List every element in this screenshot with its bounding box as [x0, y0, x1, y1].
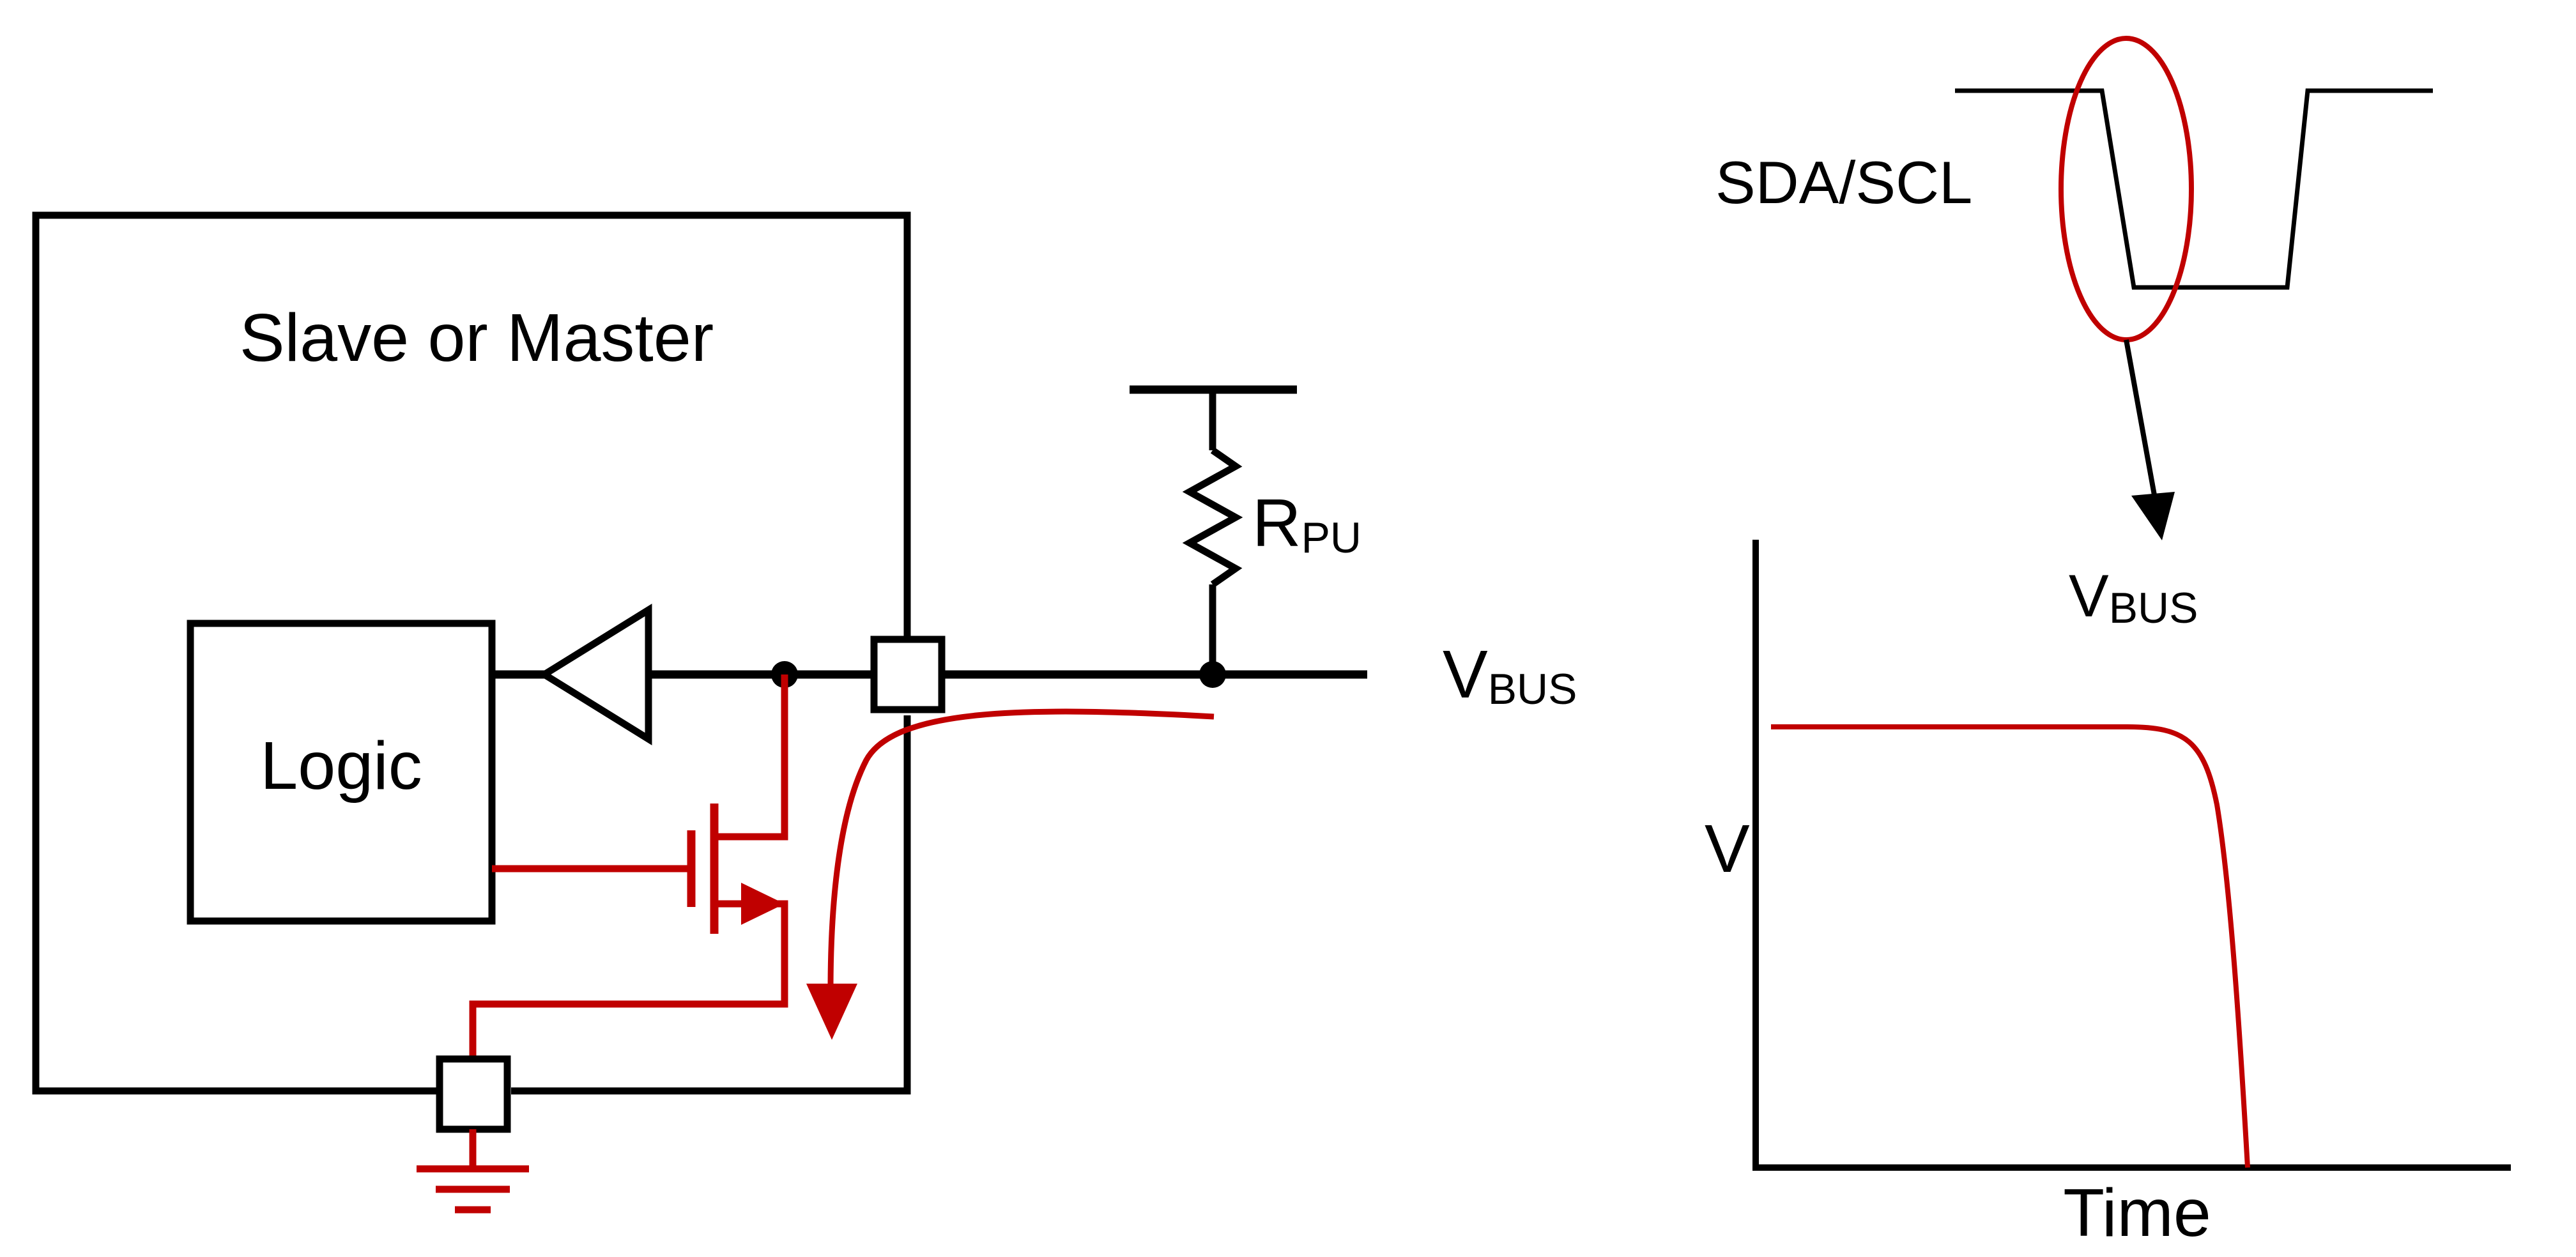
graph-axes	[1752, 540, 2511, 1171]
device-title: Slave or Master	[240, 300, 714, 376]
current-flow-arrow	[827, 708, 1215, 991]
device-box	[32, 211, 911, 1095]
pulldown-transistor	[469, 674, 788, 1060]
graph-y-axis-label: V	[1705, 811, 1750, 887]
vbus-voltage-curve	[1771, 724, 2250, 1168]
input-buffer-icon	[537, 604, 652, 745]
pullup-resistor-label: RPU	[1252, 485, 1361, 562]
current-arrow-head-icon	[806, 984, 857, 1040]
signal-name-label: SDA/SCL	[1715, 149, 1972, 216]
pullup-resistor	[1130, 385, 1297, 674]
graph-title: VBUS	[2069, 562, 2198, 632]
falling-edge-highlight	[2058, 36, 2194, 342]
logic-block	[187, 620, 496, 925]
graph-x-axis-label: Time	[2063, 1175, 2211, 1251]
transistor-arrow-icon	[741, 883, 785, 925]
io-pin-pad	[870, 636, 946, 713]
zoom-arrow	[2124, 339, 2157, 496]
ground-pin-pad	[436, 1055, 511, 1133]
zoom-arrow-head-icon	[2131, 492, 2175, 540]
ground-icon	[417, 1129, 529, 1214]
logic-label: Logic	[260, 728, 422, 804]
bus-voltage-label: VBUS	[1443, 637, 1577, 713]
